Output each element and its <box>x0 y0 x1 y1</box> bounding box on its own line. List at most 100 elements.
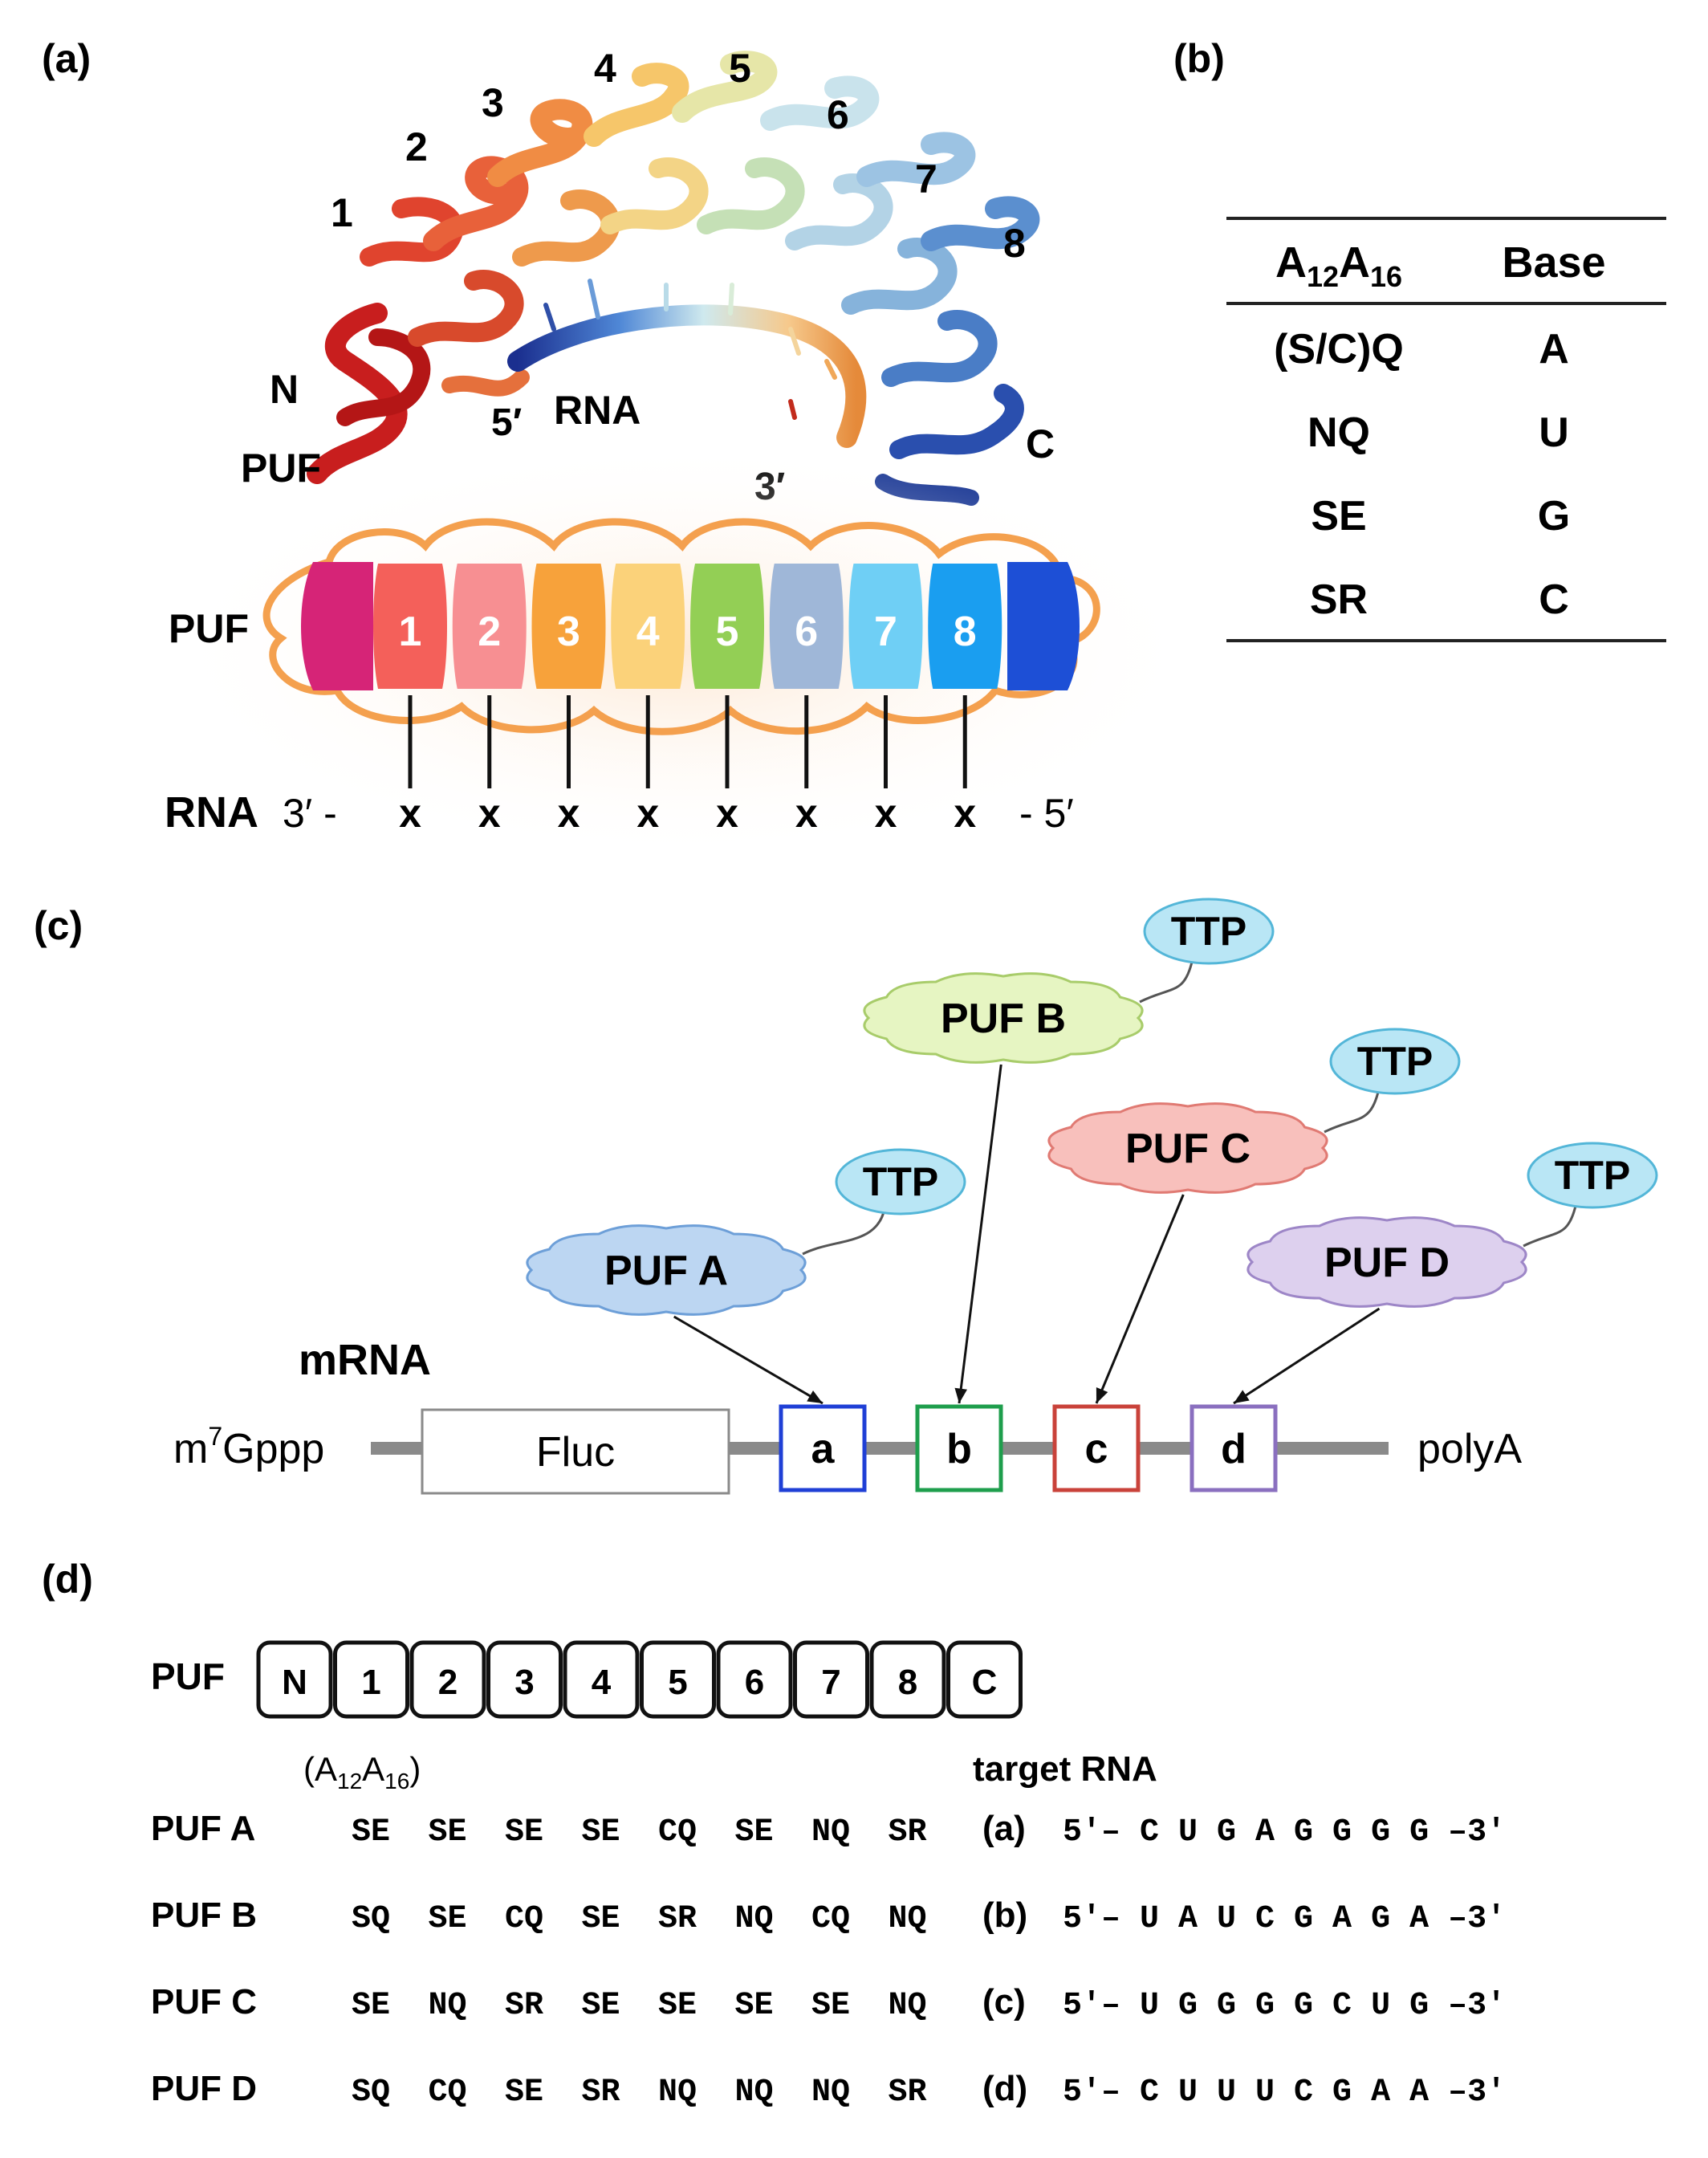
puf-code-cell: NQ <box>734 1901 773 1937</box>
repeat-number-5: 5 <box>716 609 739 655</box>
c-cap <box>1007 562 1080 690</box>
tether-line <box>802 1208 886 1256</box>
repeat-shape-3 <box>531 564 606 689</box>
binding-arrow <box>1233 1307 1381 1405</box>
target-sequence: 5′– C U G A G G G G –3′ <box>1063 1814 1506 1851</box>
domain-box-label: 1 <box>361 1663 380 1702</box>
binding-site-box-b <box>915 1404 1003 1492</box>
binding-site-label: b <box>946 1426 972 1472</box>
puf-cloud-label: PUF C <box>1125 1126 1250 1172</box>
domain-box-label: 2 <box>438 1663 458 1702</box>
helix-repeat-5 <box>672 51 805 234</box>
domain-box-label: 7 <box>821 1663 840 1702</box>
domain-box <box>869 1640 946 1719</box>
puf-code-cell: SR <box>505 1988 543 2024</box>
domain-box-label: 3 <box>514 1663 534 1702</box>
helix-number-8: 8 <box>1003 221 1026 266</box>
polya-label: polyA <box>1417 1426 1522 1472</box>
helix-number-2: 2 <box>405 124 428 169</box>
a12a16-label: (A12A16) <box>303 1750 421 1794</box>
helix-repeat-4 <box>584 63 709 234</box>
binding-arrow <box>958 1064 1002 1404</box>
binding-site-label: c <box>1085 1426 1108 1472</box>
domain-box <box>946 1640 1023 1719</box>
puf-code-cell: SE <box>581 1901 620 1937</box>
puf-cloud <box>526 1224 807 1316</box>
helix-number-5: 5 <box>729 46 751 91</box>
binding-site-box-d <box>1190 1404 1278 1492</box>
fluc-label: Fluc <box>536 1429 615 1476</box>
n-cap <box>301 562 373 690</box>
helix-number-4: 4 <box>594 46 616 91</box>
binding-site-box-c <box>1052 1404 1141 1492</box>
rna-base-mark: x <box>954 791 976 836</box>
arrow-head <box>954 1387 967 1403</box>
binding-site-label: a <box>811 1426 836 1472</box>
repeat-shape-5 <box>690 564 764 689</box>
helix-number-3: 3 <box>482 80 504 125</box>
domain-box <box>716 1640 793 1719</box>
arrow-head <box>807 1390 823 1403</box>
puf-code-cell: SE <box>352 1814 390 1851</box>
tether-line <box>1139 958 1194 1004</box>
domain-box-label: C <box>972 1663 998 1702</box>
ttp-bubble <box>835 1148 966 1215</box>
puf-code-cell: SQ <box>352 2075 390 2111</box>
repeat-shape-2 <box>452 564 527 689</box>
table-base-cell: U <box>1539 409 1569 456</box>
binding-site-box-a <box>779 1404 867 1492</box>
domain-box <box>793 1640 869 1719</box>
table-code-cell: NQ <box>1307 409 1370 456</box>
domain-box <box>333 1640 409 1719</box>
puf-code-cell: SE <box>734 1988 773 2024</box>
domain-box <box>640 1640 716 1719</box>
puf-code-cell: SE <box>581 1988 620 2024</box>
puf-cloud-label: PUF B <box>941 996 1066 1042</box>
c-terminus-label: C <box>1026 421 1055 466</box>
domain-box <box>256 1640 333 1719</box>
puf-code-cell: CQ <box>428 2075 466 2111</box>
fluc-box <box>421 1408 730 1495</box>
domain-box-label: 4 <box>592 1663 612 1702</box>
puf-code-cell: CQ <box>658 1814 697 1851</box>
puf-cloud-label: PUF D <box>1324 1240 1450 1286</box>
domain-box <box>563 1640 640 1719</box>
domain-puf-label: PUF <box>151 1655 225 1697</box>
rna-line-label: RNA <box>165 788 258 837</box>
panel-d-label: (d) <box>42 1557 93 1602</box>
protein-structure <box>307 51 1040 506</box>
binding-arrow <box>673 1315 824 1405</box>
puf-row-name: PUF C <box>151 1982 257 2022</box>
puf-code-cell: SR <box>888 2075 926 2111</box>
puf-code-cell: SE <box>505 1814 543 1851</box>
panel-c-label: (c) <box>34 903 83 948</box>
domain-box <box>409 1640 486 1719</box>
rna-base-mark: x <box>795 791 818 836</box>
structure-rna-label: RNA <box>554 388 640 433</box>
repeat-number-4: 4 <box>636 609 660 655</box>
target-tag: (d) <box>982 2069 1027 2108</box>
target-sequence: 5′– U G G G G C U G –3′ <box>1063 1988 1506 2024</box>
mrna-label: mRNA <box>299 1336 431 1384</box>
table-col2-header: Base <box>1502 238 1605 287</box>
target-tag: (a) <box>982 1809 1026 1848</box>
puf-code-cell: SE <box>352 1988 390 2024</box>
repeat-shape-6 <box>769 564 844 689</box>
rna-base-mark: x <box>875 791 897 836</box>
target-tag: (c) <box>982 1982 1026 2022</box>
puf-cloud <box>1246 1216 1527 1308</box>
puf-code-cell: NQ <box>888 1901 926 1937</box>
repeat-shape-7 <box>848 564 923 689</box>
repeat-shape-1 <box>373 564 447 689</box>
repeat-number-2: 2 <box>478 609 501 655</box>
table-base-cell: C <box>1539 576 1569 623</box>
puf-code-cell: SR <box>888 1814 926 1851</box>
